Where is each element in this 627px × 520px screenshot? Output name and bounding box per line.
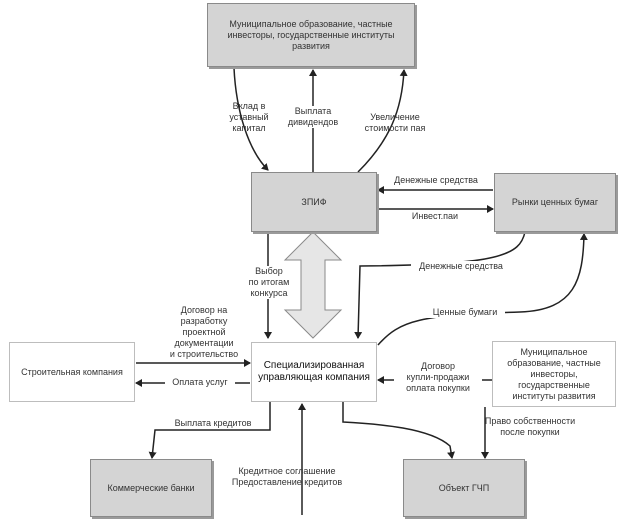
label-selection: Выбор по итогам конкурса	[241, 266, 297, 299]
label-payment-services: Оплата услуг	[165, 377, 235, 388]
label-share-value: Увеличение стоимости пая	[364, 112, 426, 133]
ppp-object-label: Объект ГЧП	[438, 482, 490, 493]
securities-market-label: Рынки ценных бумаг	[511, 197, 599, 207]
securities-market-box: Рынки ценных бумаг	[494, 173, 616, 232]
edge-contribution	[233, 67, 269, 171]
construction-company-box: Строительная компания	[9, 342, 135, 402]
edge-ownership	[342, 402, 455, 459]
label-purchase-contract: Договор купли-продажи оплата покупки	[394, 361, 482, 394]
label-contribution: Вклад в уставный капитал	[229, 101, 269, 133]
municipal-investors-top-label: Муниципальное образование, частные инвес…	[227, 18, 395, 51]
label-loan-payment: Выплата кредитов	[168, 418, 258, 429]
municipal-investors-right-box: Муниципальное образование, частные инвес…	[492, 341, 616, 407]
edge-loan-payment	[148, 402, 271, 459]
management-company-box: Специализированная управляющая компания	[251, 342, 377, 402]
edge-share-value	[357, 69, 408, 173]
edge-cash-middle	[354, 231, 526, 339]
ppp-object-box: Объект ГЧП	[403, 459, 525, 517]
label-ownership-after: Право собственности после покупки	[484, 416, 576, 437]
label-securities: Ценные бумаги	[425, 307, 505, 318]
edge-securities	[377, 233, 588, 346]
municipal-investors-right-label: Муниципальное образование, частные инвес…	[507, 346, 601, 401]
zpif-box: ЗПИФ	[251, 172, 377, 232]
construction-company-label: Строительная компания	[21, 366, 123, 377]
label-design-contract: Договор на разработку проектной документ…	[169, 305, 239, 359]
zpif-label: ЗПИФ	[301, 196, 327, 207]
label-dividends: Выплата дивидендов	[283, 106, 343, 128]
double-arrow-icon	[283, 231, 343, 339]
management-company-label: Специализированная управляющая компания	[258, 360, 370, 383]
municipal-investors-top-box: Муниципальное образование, частные инвес…	[207, 3, 415, 67]
label-credit-agreement: Кредитное соглашение Предоставление кред…	[231, 466, 343, 487]
label-cash-middle: Денежные средства	[411, 261, 511, 272]
commercial-banks-label: Коммерческие банки	[107, 482, 195, 493]
label-cash-top: Денежные средства	[394, 175, 478, 185]
label-investment-shares: Инвест.паи	[411, 211, 459, 221]
commercial-banks-box: Коммерческие банки	[90, 459, 212, 517]
